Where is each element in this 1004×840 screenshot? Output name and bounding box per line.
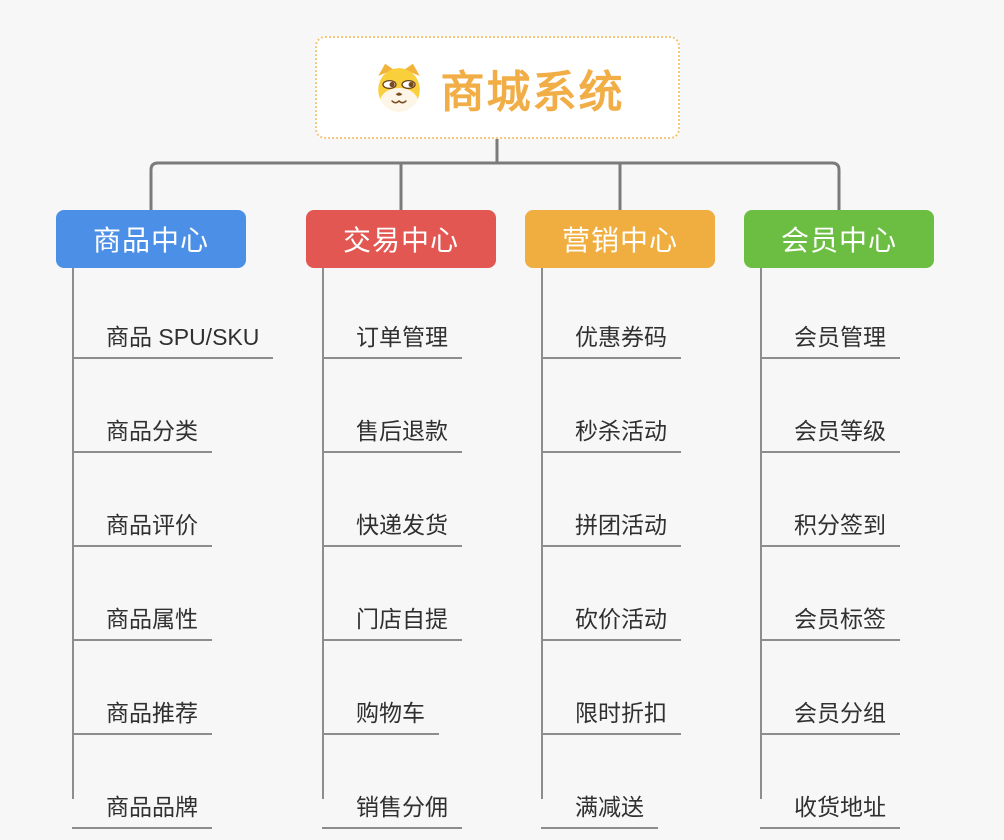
child-topic[interactable]: 门店自提	[322, 547, 462, 641]
branch-header-member-center[interactable]: 会员中心	[744, 210, 934, 268]
child-topic[interactable]: 商品分类	[72, 359, 212, 453]
child-topic[interactable]: 快递发货	[322, 453, 462, 547]
child-topic[interactable]: 购物车	[322, 641, 439, 735]
branch-children-trade-center: 订单管理 售后退款 快递发货 门店自提 购物车 销售分佣	[322, 268, 462, 829]
child-topic[interactable]: 会员分组	[760, 641, 900, 735]
child-topic[interactable]: 收货地址	[760, 735, 900, 829]
trunk-line	[149, 161, 841, 210]
child-topic[interactable]: 商品推荐	[72, 641, 212, 735]
child-topic[interactable]: 订单管理	[322, 268, 462, 359]
child-topic[interactable]: 会员等级	[760, 359, 900, 453]
root-node[interactable]: 商城系统	[315, 36, 680, 139]
child-topic[interactable]: 优惠券码	[541, 268, 681, 359]
child-topic[interactable]: 积分签到	[760, 453, 900, 547]
branch-header-trade-center[interactable]: 交易中心	[306, 210, 496, 268]
child-topic[interactable]: 销售分佣	[322, 735, 462, 829]
branch-children-marketing-center: 优惠券码 秒杀活动 拼团活动 砍价活动 限时折扣 满减送	[541, 268, 681, 829]
child-topic[interactable]: 会员标签	[760, 547, 900, 641]
child-topic[interactable]: 商品品牌	[72, 735, 212, 829]
branch-children-member-center: 会员管理 会员等级 积分签到 会员标签 会员分组 收货地址	[760, 268, 900, 829]
branch-children-product-center: 商品 SPU/SKU 商品分类 商品评价 商品属性 商品推荐 商品品牌	[72, 268, 274, 829]
child-topic[interactable]: 会员管理	[760, 268, 900, 359]
child-topic[interactable]: 商品属性	[72, 547, 212, 641]
child-topic[interactable]: 拼团活动	[541, 453, 681, 547]
child-topic[interactable]: 售后退款	[322, 359, 462, 453]
branch-header-product-center[interactable]: 商品中心	[56, 210, 246, 268]
root-title: 商城系统	[440, 67, 625, 117]
child-topic[interactable]: 限时折扣	[541, 641, 681, 735]
dog-face-icon	[371, 62, 427, 114]
branch-header-marketing-center[interactable]: 营销中心	[525, 210, 715, 268]
child-topic[interactable]: 砍价活动	[541, 547, 681, 641]
child-topic[interactable]: 商品 SPU/SKU	[72, 268, 274, 359]
child-topic[interactable]: 商品评价	[72, 453, 212, 547]
child-topic[interactable]: 秒杀活动	[541, 359, 681, 453]
child-topic[interactable]: 满减送	[541, 735, 658, 829]
